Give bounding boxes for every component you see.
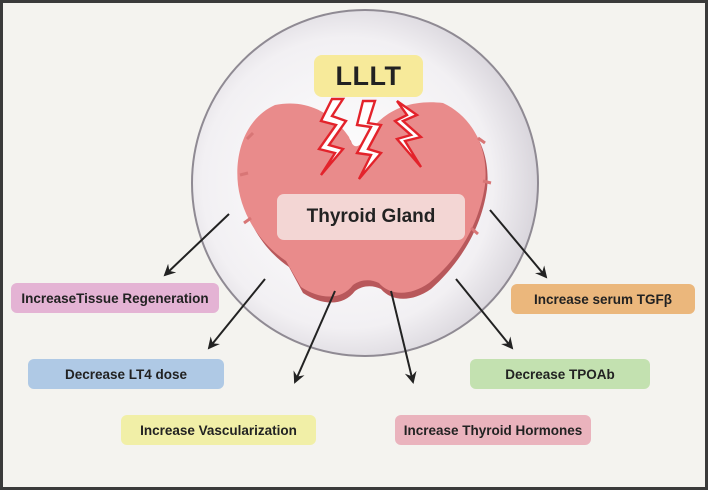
effect-vascularization: Increase Vascularization [121,415,316,445]
arrow-icon [163,213,230,277]
arrow-icon [293,290,336,384]
effect-serum-tgfb: Increase serum TGFβ [511,284,695,314]
effect-tissue-regeneration: IncreaseTissue Regeneration [11,283,219,313]
thyroid-gland-label: Thyroid Gland [277,194,465,240]
effect-tpoab: Decrease TPOAb [470,359,650,389]
arrow-icon [390,290,417,384]
lllt-title: LLLT [314,55,423,97]
effect-thyroid-hormones: Increase Thyroid Hormones [395,415,591,445]
lightning-bolt-icon [317,97,424,180]
effect-lt4-dose: Decrease LT4 dose [28,359,224,389]
arrow-icon [455,278,514,350]
arrow-icon [489,209,548,279]
arrow-icon [207,278,266,350]
